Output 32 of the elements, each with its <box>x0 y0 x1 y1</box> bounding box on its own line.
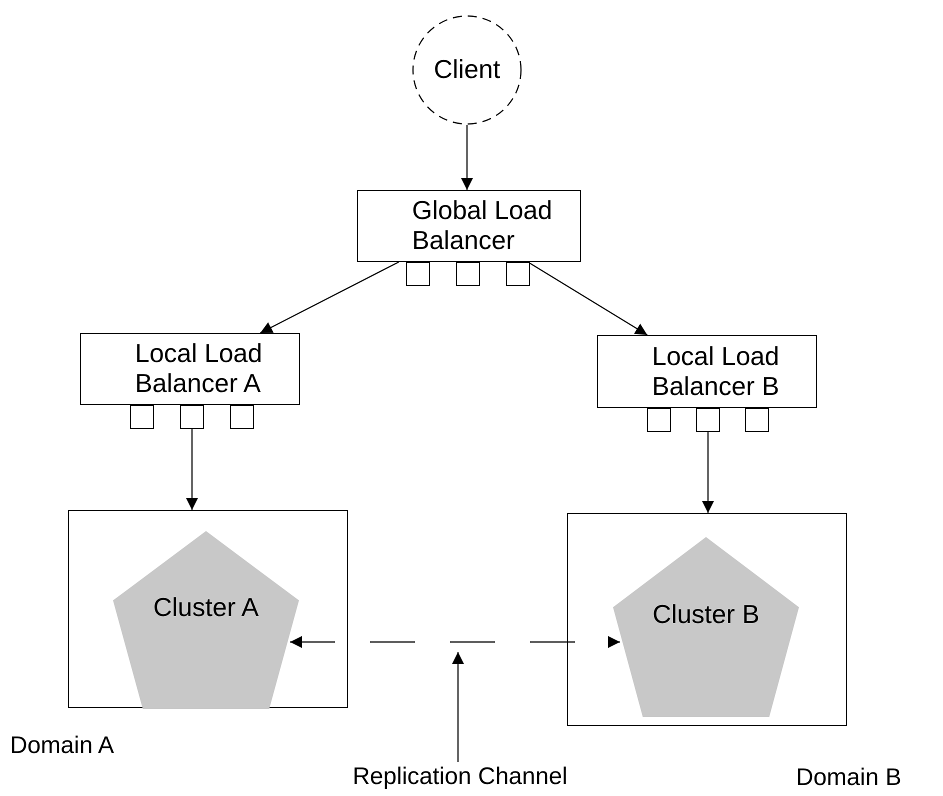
node-label: Local Load Balancer A <box>135 339 264 399</box>
load-balancer-box <box>80 333 300 405</box>
port-square <box>647 408 671 432</box>
node-label: Client <box>434 55 500 85</box>
node-label: Global Load Balancer <box>412 196 554 256</box>
node-label: Local Load Balancer B <box>652 342 780 402</box>
domain-box <box>567 513 847 726</box>
cluster-pentagon <box>113 531 299 709</box>
domain-label: Domain B <box>796 763 902 793</box>
port-square <box>696 408 720 432</box>
port-square <box>406 262 430 286</box>
port-square <box>230 405 254 429</box>
arrow <box>461 125 473 190</box>
node-label: Cluster B <box>652 600 760 630</box>
arrow <box>260 261 400 334</box>
domain-label: Domain A <box>10 731 114 761</box>
node-label: Cluster A <box>153 593 259 623</box>
port-square <box>130 405 154 429</box>
domain-box <box>68 510 348 708</box>
port-square <box>456 262 480 286</box>
port-square <box>180 405 204 429</box>
port-square <box>506 262 530 286</box>
replication-arrow <box>290 636 620 648</box>
arrow <box>452 652 464 762</box>
arrow <box>702 432 714 513</box>
cluster-pentagon <box>613 537 799 717</box>
arrow <box>186 429 198 510</box>
callout-label: Replication Channel <box>340 762 580 792</box>
load-balancer-box <box>597 335 817 408</box>
load-balancer-box <box>357 190 581 262</box>
client-circle <box>412 15 522 125</box>
port-square <box>745 408 769 432</box>
